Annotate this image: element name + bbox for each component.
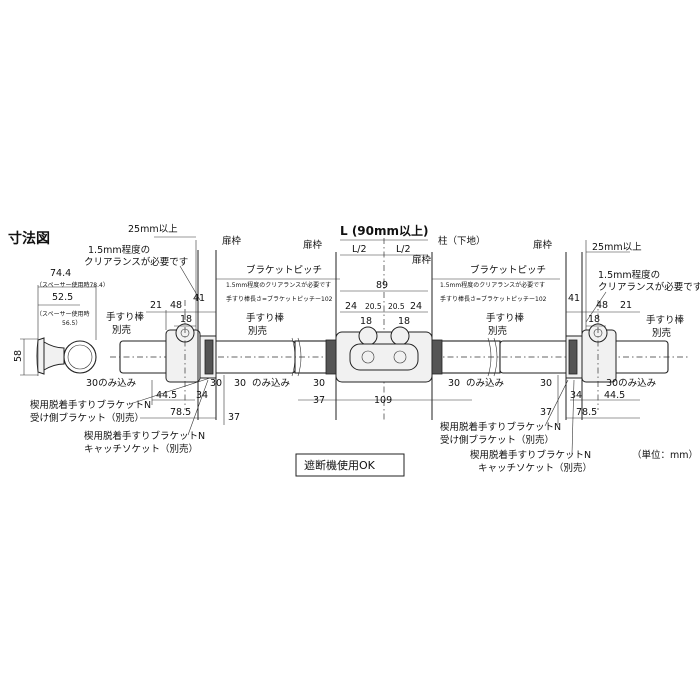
right-clearance-25: 25mm以上 xyxy=(592,242,642,253)
left-dim-44-5: 44.5 xyxy=(156,390,177,401)
rm-rail-label: 手すり棒 xyxy=(486,312,525,324)
drawing-title: 寸法図 xyxy=(8,230,50,247)
dim-58: 58 xyxy=(13,350,24,362)
right-dim-21: 21 xyxy=(620,300,632,311)
left-receiver-label: 受け側ブラケット（別売） xyxy=(30,412,144,424)
center-dim-109: 109 xyxy=(374,395,392,406)
lm-note-a: 1.5mm程度のクリアランスが必要です xyxy=(226,281,331,289)
right-dim-41: 41 xyxy=(568,293,580,304)
rm-depth-label: のみ込み xyxy=(466,378,504,389)
lm-rail-sep: 別売 xyxy=(248,325,267,337)
left-catch-label: キャッチソケット（別売） xyxy=(84,443,198,455)
right-dim-44-5: 44.5 xyxy=(604,390,625,401)
left-dim-21: 21 xyxy=(150,300,162,311)
right-depth: 30のみ込み xyxy=(606,378,656,389)
spacer-note-1: （スペーサー使用時78.4） xyxy=(36,281,109,289)
left-bracket xyxy=(165,323,217,383)
center-frame-right: 扉枠 xyxy=(412,254,432,266)
left-rail-sep: 別売 xyxy=(112,324,131,336)
left-rail-label: 手すり棒 xyxy=(106,311,145,323)
shutter-ok-label: 遮断機使用OK xyxy=(304,458,376,472)
right-rail-sep: 別売 xyxy=(652,327,671,339)
center-half-right: L/2 xyxy=(396,244,411,255)
rm-note-a: 1.5mm程度のクリアランスが必要です xyxy=(440,281,545,289)
center-half-left: L/2 xyxy=(352,244,367,255)
lm-depth: 30 xyxy=(234,378,246,389)
center-dim-20-5a: 20.5 xyxy=(365,302,382,311)
left-clearance-25: 25mm以上 xyxy=(128,224,178,235)
left-dim-18: 18 xyxy=(180,314,192,325)
rm-note-b: 手すり棒長さ=ブラケットピッチー102 xyxy=(440,295,547,303)
center-dim-89: 89 xyxy=(376,280,388,291)
right-clearance-note-b: クリアランスが必要です xyxy=(598,281,700,293)
spacer-note-2: （スペーサー使用時 xyxy=(36,310,89,318)
right-frame-label: 扉枠 xyxy=(533,239,553,251)
right-dim-30: 30 xyxy=(540,378,552,389)
left-bracket-n2-label: 楔用脱着手すりブラケットN xyxy=(84,430,205,442)
center-dim-24a: 24 xyxy=(345,301,357,312)
dim-56-5: 56.5） xyxy=(62,320,81,327)
right-dim-48: 48 xyxy=(596,300,608,311)
right-dim-78-5: 78.5 xyxy=(576,407,597,418)
lm-note-b: 手すり棒長さ=ブラケットピッチー102 xyxy=(226,295,333,303)
left-bracket-n-label: 楔用脱着手すりブラケットN xyxy=(30,399,151,411)
left-clearance-note-a: 1.5mm程度の xyxy=(88,244,150,256)
left-dim-41: 41 xyxy=(193,293,205,304)
rm-depth: 30 xyxy=(448,378,460,389)
left-dim-48: 48 xyxy=(170,300,182,311)
center-dim-18b: 18 xyxy=(398,316,410,327)
center-l-label: L (90mm以上) xyxy=(340,223,429,238)
left-frame-label: 扉枠 xyxy=(222,235,242,247)
left-clearance-note-b: クリアランスが必要です xyxy=(84,256,188,268)
lm-pitch: ブラケットピッチ xyxy=(246,264,322,276)
right-bracket-n2-label: 楔用脱着手すりブラケットN xyxy=(470,449,591,461)
right-receiver-label: 受け側ブラケット（別売） xyxy=(440,434,554,446)
left-dim-30: 30 xyxy=(210,378,222,389)
lm-rail-label: 手すり棒 xyxy=(246,312,285,324)
right-catch-label: キャッチソケット（別売） xyxy=(478,462,592,474)
right-dim-37: 37 xyxy=(540,407,552,418)
center-pillar: 柱（下地） xyxy=(438,235,486,247)
dim-52-5: 52.5 xyxy=(52,292,73,303)
center-frame-left: 扉枠 xyxy=(303,239,323,251)
center-dim-24b: 24 xyxy=(410,301,422,312)
rm-pitch: ブラケットピッチ xyxy=(470,264,546,276)
right-dim-18: 18 xyxy=(588,314,600,325)
right-clearance-note-a: 1.5mm程度の xyxy=(598,269,660,281)
left-depth: 30のみ込み xyxy=(86,378,136,389)
right-rail-label: 手すり棒 xyxy=(646,314,685,326)
center-dim-37: 37 xyxy=(313,395,325,406)
center-dim-30: 30 xyxy=(313,378,325,389)
shutter-ok-box xyxy=(295,453,405,477)
right-bracket-n-label: 楔用脱着手すりブラケットN xyxy=(440,421,561,433)
handrail-bar xyxy=(110,337,690,377)
center-dim-20-5b: 20.5 xyxy=(388,302,405,311)
rm-rail-sep: 別売 xyxy=(488,325,507,337)
center-dim-18a: 18 xyxy=(360,316,372,327)
lm-depth-label: のみ込み xyxy=(252,378,290,389)
right-bracket xyxy=(565,323,617,383)
center-bracket xyxy=(325,326,443,383)
left-dim-37: 37 xyxy=(228,412,240,423)
left-dim-78-5: 78.5 xyxy=(170,407,191,418)
dim-74-4: 74.4 xyxy=(50,268,71,279)
right-dim-34: 34 xyxy=(570,390,582,401)
bracket-end-view xyxy=(36,337,97,376)
unit-label: （単位：mm） xyxy=(632,449,698,461)
